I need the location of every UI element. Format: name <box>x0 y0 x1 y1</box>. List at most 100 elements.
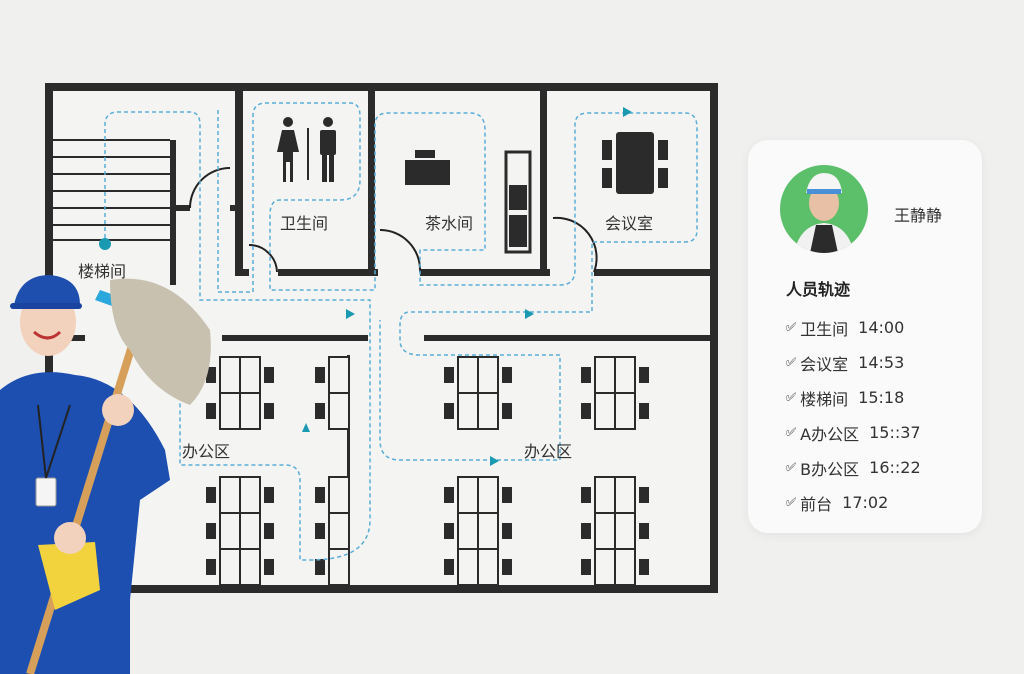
desk <box>594 392 616 430</box>
desk <box>457 476 479 514</box>
arrow-icon <box>525 309 534 319</box>
chair <box>502 559 512 575</box>
track-time: 16::22 <box>869 458 921 477</box>
desk <box>328 356 350 394</box>
room-label-restroom: 卫生间 <box>280 214 328 233</box>
arrow-icon <box>490 456 499 466</box>
room-label-tea-room: 茶水间 <box>425 214 473 233</box>
person-name: 王静静 <box>894 206 943 225</box>
room-label-office-a: 办公区 <box>182 442 230 461</box>
chair <box>206 559 216 575</box>
chair <box>444 487 454 503</box>
chair <box>206 487 216 503</box>
desk <box>239 476 261 514</box>
desk <box>477 356 499 394</box>
movement-path <box>104 102 698 561</box>
desk <box>239 548 261 586</box>
desk <box>219 476 241 514</box>
avatar <box>780 165 868 253</box>
stairs-icon <box>53 139 170 241</box>
desk <box>239 392 261 430</box>
track-place: 楼梯间 <box>800 389 849 409</box>
track-time: 15:18 <box>858 388 905 407</box>
track-item: ✅︎会议室 14:53 <box>786 345 921 380</box>
track-place: A办公区 <box>800 424 860 444</box>
chair <box>206 403 216 419</box>
arrow-icon <box>623 107 632 117</box>
arrow-icon <box>346 309 355 319</box>
check-circle-icon: ✅︎ <box>786 495 797 509</box>
chair <box>206 367 216 383</box>
office-desks <box>206 356 649 586</box>
desk <box>328 392 350 430</box>
track-title: 人员轨迹 <box>786 280 851 299</box>
desk <box>457 548 479 586</box>
chair <box>502 487 512 503</box>
chair <box>264 559 274 575</box>
chair <box>264 523 274 539</box>
restroom-icon <box>277 117 336 182</box>
check-circle-icon: ✅︎ <box>786 320 797 334</box>
desk <box>614 356 636 394</box>
desk <box>594 356 616 394</box>
check-circle-icon: ✅︎ <box>786 390 797 404</box>
cleaning-worker-illustration <box>0 275 211 674</box>
chair <box>581 367 591 383</box>
chair <box>206 523 216 539</box>
desk <box>457 512 479 550</box>
track-time: 17:02 <box>842 493 889 512</box>
desk <box>219 392 241 430</box>
desk <box>614 548 636 586</box>
desk <box>219 548 241 586</box>
room-label-office-b: 办公区 <box>524 442 572 461</box>
desk <box>219 356 241 394</box>
chair <box>581 403 591 419</box>
desk <box>614 512 636 550</box>
desk <box>594 548 616 586</box>
track-item: ✅︎前台 17:02 <box>786 485 921 520</box>
chair <box>264 487 274 503</box>
desk <box>477 512 499 550</box>
desk <box>457 392 479 430</box>
desk <box>614 476 636 514</box>
chair <box>264 367 274 383</box>
desk <box>239 356 261 394</box>
desk <box>614 392 636 430</box>
chair <box>502 523 512 539</box>
check-circle-icon: ✅︎ <box>786 425 797 439</box>
chair <box>444 367 454 383</box>
chair <box>444 523 454 539</box>
track-time: 14:53 <box>858 353 905 372</box>
track-time: 14:00 <box>858 318 905 337</box>
desk <box>457 356 479 394</box>
chair <box>444 403 454 419</box>
desk <box>477 476 499 514</box>
chair <box>581 559 591 575</box>
tea-counter-icon <box>405 150 532 254</box>
start-point-icon <box>99 238 111 250</box>
desk <box>328 512 350 550</box>
chair <box>315 403 325 419</box>
chair <box>639 559 649 575</box>
desk <box>594 512 616 550</box>
chair <box>315 487 325 503</box>
desk <box>477 392 499 430</box>
meeting-table-icon <box>602 132 668 194</box>
chair <box>264 403 274 419</box>
chair <box>639 403 649 419</box>
desk <box>219 512 241 550</box>
room-label-stairs: 楼梯间 <box>78 262 126 281</box>
track-place: 前台 <box>800 494 833 514</box>
track-place: 会议室 <box>800 354 849 374</box>
arrow-icon <box>302 423 310 432</box>
chair <box>639 487 649 503</box>
check-circle-icon: ✅︎ <box>786 355 797 369</box>
desk <box>328 476 350 514</box>
chair <box>639 367 649 383</box>
